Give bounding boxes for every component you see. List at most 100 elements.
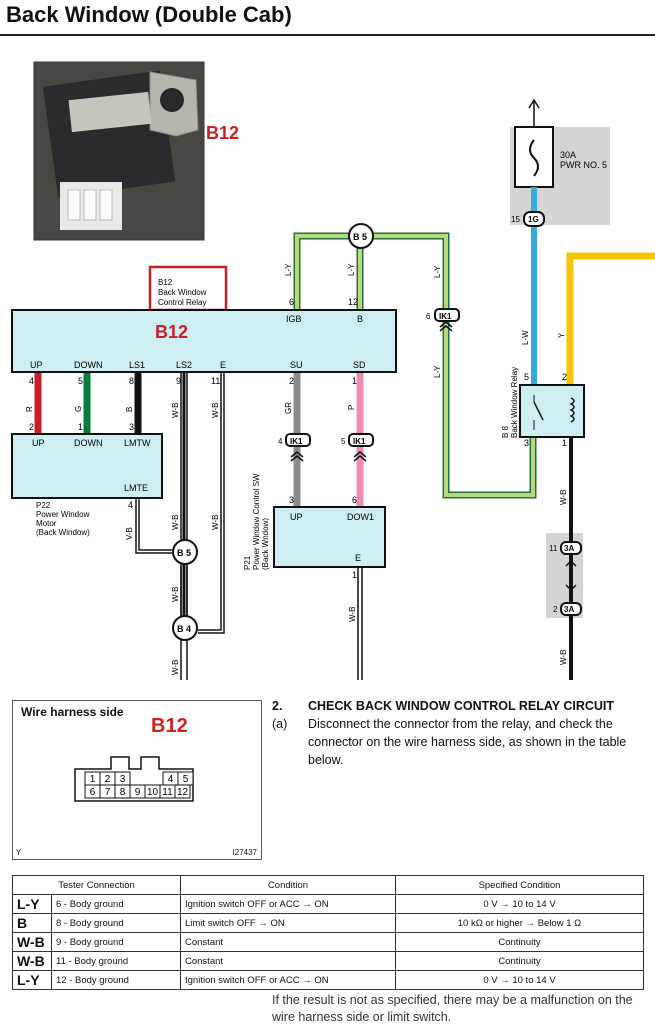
tester-pin-cell: 9 - Body ground xyxy=(51,932,181,952)
harness-pin-number: 4 xyxy=(168,774,174,785)
ik1-gr-pin: 4 xyxy=(278,437,283,446)
relay-pin-num-4: 4 xyxy=(29,376,34,386)
wire-label-ly-igb: L-Y xyxy=(284,263,293,276)
step-text: Disconnect the connector from the relay,… xyxy=(308,717,627,767)
motor-p22-block xyxy=(11,433,163,499)
photo-connector-label: B12 xyxy=(206,123,239,143)
connector-ik1-gr xyxy=(285,433,311,447)
motor-name-2: Motor xyxy=(36,519,57,528)
motor-name-1: Power Window xyxy=(36,510,90,519)
ik1-p-pin: 5 xyxy=(341,437,346,446)
step-number: 2. xyxy=(272,699,283,713)
switch-pin-num-1: 1 xyxy=(352,570,357,580)
tester-pin-cell: 8 - Body ground xyxy=(51,913,181,933)
spec-cell: 0 V → 10 to 14 V xyxy=(395,970,644,990)
connector-3a-bottom-label: 3A xyxy=(564,605,574,614)
relay-pin-num-6: 6 xyxy=(289,297,294,307)
fuse-pin: 15 xyxy=(511,215,520,224)
wire-label-wb-relay-low: W-B xyxy=(559,650,568,665)
junction-b5-bottom xyxy=(172,539,198,565)
relay-pin-num-11: 11 xyxy=(211,376,220,386)
condition-cell: Constant xyxy=(180,951,396,971)
wire-label-wb-e-low: W-B xyxy=(211,515,220,530)
switch-pin-dow1: DOW1 xyxy=(347,512,374,522)
switch-name-2: (Back Wndow) xyxy=(261,518,270,570)
junction-b5-top xyxy=(348,223,374,249)
motor-pin-down: DOWN xyxy=(74,438,103,448)
wire-color-cell: W-B xyxy=(12,951,52,971)
relay-photo xyxy=(33,61,205,241)
back-relay-pin-1: 1 xyxy=(562,438,567,448)
condition-cell: Ignition switch OFF or ACC → ON xyxy=(180,894,396,914)
fuse-connector-1g xyxy=(523,211,545,227)
motor-pin-num-1: 1 xyxy=(78,422,83,432)
connector-3a-top-label: 3A xyxy=(564,544,574,553)
connector-ik1-p xyxy=(348,433,374,447)
harness-pin-number: 1 xyxy=(90,774,96,785)
back-relay-pin-2: 2 xyxy=(562,372,567,382)
relay-pin-su: SU xyxy=(290,360,303,370)
wire-color-cell: L-Y xyxy=(12,970,52,990)
table-header-row: Tester Connection Condition Specified Co… xyxy=(12,875,644,895)
relay-b12-name: B12 xyxy=(155,322,188,342)
fuse-name: PWR NO. 5 xyxy=(560,160,607,170)
relay-pin-igb: IGB xyxy=(286,314,302,324)
fuse-rating: 30A xyxy=(560,150,576,160)
ik1-p-label: IK1 xyxy=(353,437,366,446)
harness-pin-number: 7 xyxy=(105,787,111,798)
harness-connector-label: B12 xyxy=(151,715,188,737)
motor-name-3: (Back Window) xyxy=(36,528,90,537)
wire-label-ly-b: L-Y xyxy=(347,263,356,276)
junction-b4-label: B 4 xyxy=(177,624,191,634)
relay-pin-ls1: LS1 xyxy=(129,360,145,370)
relay-pin-sd: SD xyxy=(353,360,366,370)
wire-label-g: G xyxy=(74,406,83,412)
switch-pin-e: E xyxy=(355,553,361,563)
tester-pin-cell: 6 - Body ground xyxy=(51,894,181,914)
motor-pin-num-4: 4 xyxy=(128,500,133,510)
callout-line-1: B12 xyxy=(158,278,173,287)
harness-footer-right: I27437 xyxy=(232,848,257,857)
ik1-ly-pin: 6 xyxy=(426,312,431,321)
wire-label-wb-ls2-low: W-B xyxy=(171,515,180,530)
callout-line-2: Back Window xyxy=(158,288,207,297)
harness-title: Wire harness side xyxy=(21,705,124,719)
connector-3a-top xyxy=(560,541,582,555)
result-note: If the result is not as specified, there… xyxy=(272,993,633,1024)
back-relay-id: B 8 xyxy=(501,425,510,438)
junction-b5-top-label: B 5 xyxy=(353,232,367,242)
wire-label-b: B xyxy=(125,407,134,412)
wire-label-lw: L-W xyxy=(521,330,530,345)
relay-pin-num-8: 8 xyxy=(129,376,134,386)
wire-label-p: P xyxy=(347,405,356,410)
back-relay-pin-3: 3 xyxy=(524,438,529,448)
wire-label-r: R xyxy=(25,406,34,412)
wire-label-wb-ls2: W-B xyxy=(171,403,180,418)
tester-table: Tester Connection Condition Specified Co… xyxy=(12,875,644,990)
junction-b5-bottom-label: B 5 xyxy=(177,548,191,558)
connector-3a-bottom xyxy=(560,602,582,616)
header-condition: Condition xyxy=(180,875,396,895)
page-title: Back Window (Double Cab) xyxy=(6,2,292,27)
switch-p21-block xyxy=(273,506,386,568)
relay-pin-ls2: LS2 xyxy=(176,360,192,370)
spec-cell: 10 kΩ or higher → Below 1 Ω xyxy=(395,913,644,933)
ik1-gr-label: IK1 xyxy=(290,437,303,446)
callout-line-3: Control Relay xyxy=(158,298,206,307)
spec-cell: Continuity xyxy=(395,951,644,971)
motor-pin-lmtw: LMTW xyxy=(124,438,151,448)
title-divider xyxy=(0,34,655,36)
condition-cell: Limit switch OFF → ON xyxy=(180,913,396,933)
header-specified-condition: Specified Condition xyxy=(395,875,644,895)
wire-e xyxy=(198,372,222,631)
motor-pin-num-2: 2 xyxy=(29,422,34,432)
wire-label-ly-loop-low: L-Y xyxy=(433,365,442,378)
switch-pin-num-3: 3 xyxy=(289,495,294,505)
harness-pin-number: 6 xyxy=(90,787,96,798)
wire-label-wb-e: W-B xyxy=(211,403,220,418)
motor-pin-up: UP xyxy=(32,438,45,448)
